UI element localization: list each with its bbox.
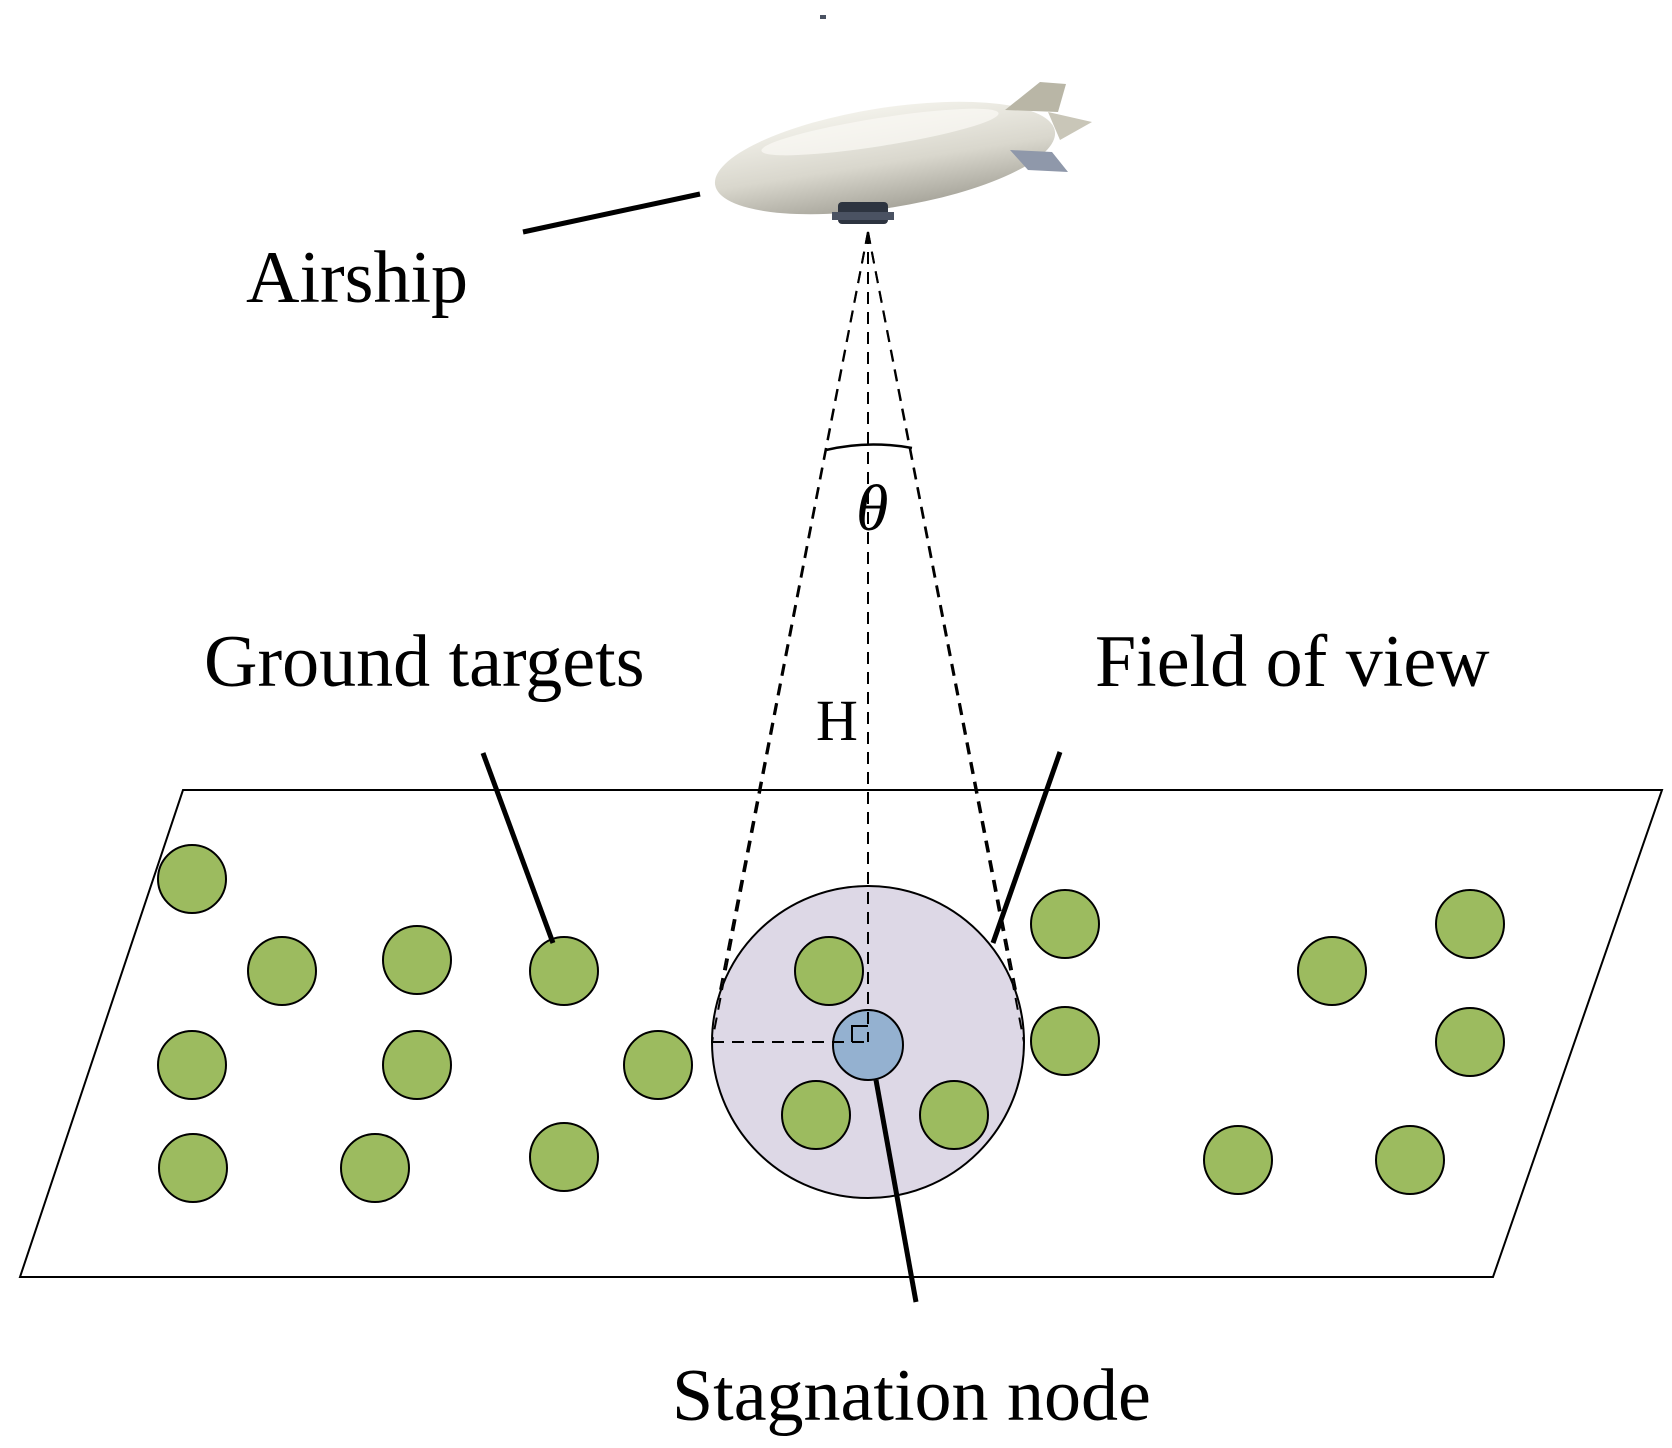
stagnation-node-label: Stagnation node — [672, 1355, 1151, 1437]
fov-cone-right-inner-edge — [867, 231, 1017, 991]
ground-target — [1030, 1006, 1100, 1076]
leader-lines — [480, 191, 1063, 1303]
field-of-view-leader-line — [990, 751, 1063, 944]
ground-target — [382, 925, 452, 995]
fov-cone-right-edge — [867, 231, 1025, 1043]
ground-target — [794, 936, 864, 1006]
ground-target — [1030, 889, 1100, 959]
ground-target — [919, 1080, 989, 1150]
ground-target — [623, 1030, 693, 1100]
fov-cone — [711, 231, 1025, 1043]
ground-target — [157, 1030, 227, 1100]
ground-target — [529, 1122, 599, 1192]
ground-target — [781, 1080, 851, 1150]
ground-target — [1435, 889, 1505, 959]
ground-target — [1297, 936, 1367, 1006]
airship-label: Airship — [246, 237, 468, 319]
ground-targets-leader-line — [480, 752, 556, 944]
ground-target — [529, 936, 599, 1006]
fov-cone-left-edge — [711, 231, 869, 1043]
right-angle-marker — [851, 1025, 868, 1042]
angle-label: θ — [856, 472, 888, 545]
height-label: H — [816, 688, 858, 753]
ground-target — [157, 844, 227, 914]
stagnation-node-leader-line — [873, 1079, 919, 1303]
airship-leader-line — [522, 191, 701, 235]
ground-target — [247, 936, 317, 1006]
ground-target — [1375, 1125, 1445, 1195]
ground-target — [1203, 1125, 1273, 1195]
fov-cone-left-inner-edge — [719, 231, 869, 991]
airship-icon — [714, 15, 1092, 224]
ground-target — [1435, 1007, 1505, 1077]
stagnation-node — [832, 1009, 904, 1081]
angle-arc — [825, 443, 913, 452]
ground-target — [340, 1133, 410, 1203]
ground-target — [382, 1030, 452, 1100]
field-of-view-label: Field of view — [1095, 621, 1490, 703]
ground-targets-group — [157, 844, 1505, 1203]
ground-targets-label: Ground targets — [204, 621, 645, 703]
ground-target — [158, 1133, 228, 1203]
